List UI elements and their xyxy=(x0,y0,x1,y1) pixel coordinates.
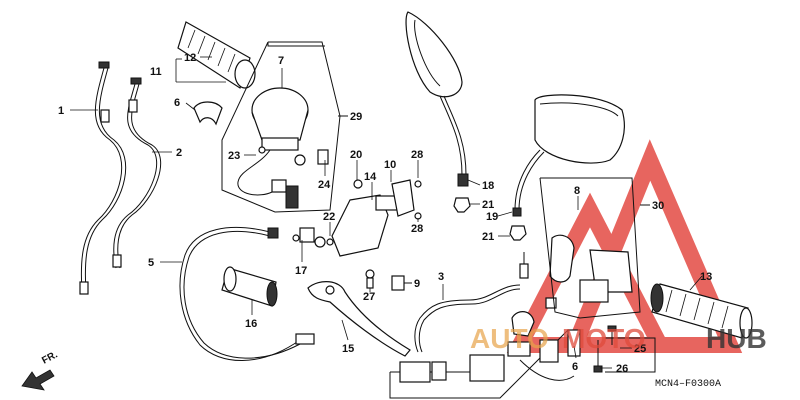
callout-13: 13 xyxy=(700,271,712,283)
left-grip-16 xyxy=(221,266,278,307)
leader-lines xyxy=(70,56,703,369)
callout-20: 20 xyxy=(350,149,362,161)
callout-6-lower: 6 xyxy=(572,361,578,373)
mirror-nut-21b xyxy=(509,225,527,241)
callout-29: 29 xyxy=(350,111,362,123)
callout-17: 17 xyxy=(295,265,307,277)
callout-1: 1 xyxy=(58,105,64,117)
front-direction-label: FR. xyxy=(40,349,60,366)
callout-21-upper: 21 xyxy=(482,199,494,211)
callout-22: 22 xyxy=(323,211,335,223)
watermark-word-moto: MOTO xyxy=(562,323,645,354)
throttle-housing-7 xyxy=(237,87,329,209)
callout-27: 27 xyxy=(363,291,375,303)
callout-15: 15 xyxy=(342,343,354,355)
mirror-left xyxy=(405,11,469,187)
mirror-nut-21a xyxy=(453,197,471,213)
watermark-word-hub: HUB xyxy=(706,323,767,354)
watermark-word-auto: AUTO xyxy=(470,323,549,354)
callout-18: 18 xyxy=(482,180,494,192)
wiring-harness-3 xyxy=(414,252,529,353)
callout-14: 14 xyxy=(364,171,377,183)
clip-part-6 xyxy=(193,101,223,126)
right-grip-13 xyxy=(650,283,753,339)
front-direction-arrow xyxy=(21,369,55,391)
callout-10: 10 xyxy=(384,159,396,171)
callout-labels: 1 2 3 5 6 6 7 8 9 10 11 12 13 14 15 16 1… xyxy=(58,52,712,375)
callout-3: 3 xyxy=(438,271,444,283)
mirror-right xyxy=(512,94,625,217)
clutch-lever-15 xyxy=(307,281,411,357)
callout-12: 12 xyxy=(184,52,196,64)
callout-9: 9 xyxy=(414,278,420,290)
callout-28-lower: 28 xyxy=(411,223,423,235)
callout-19: 19 xyxy=(486,211,498,223)
watermark-text: AUTO MOTO HUB xyxy=(470,323,767,354)
callout-2: 2 xyxy=(176,147,182,159)
assembly-bracket-29 xyxy=(221,41,348,213)
part-27 xyxy=(365,269,375,289)
diagram-code: MCN4–F0300A xyxy=(655,379,721,390)
callout-11: 11 xyxy=(150,66,162,78)
throttle-cable-2 xyxy=(112,77,162,269)
callout-5: 5 xyxy=(148,257,154,269)
callout-7: 7 xyxy=(278,55,284,67)
right-switch-8 xyxy=(545,234,633,309)
callout-30: 30 xyxy=(652,200,664,212)
callout-6: 6 xyxy=(174,97,180,109)
callout-21-lower: 21 xyxy=(482,231,494,243)
clutch-bracket-14 xyxy=(331,179,422,257)
clutch-parts-17-22 xyxy=(292,227,334,248)
clutch-cable-5 xyxy=(179,226,315,361)
assembly-bracket-30 xyxy=(539,177,650,319)
callout-24: 24 xyxy=(318,179,331,191)
callout-28-upper: 28 xyxy=(411,149,423,161)
callout-8: 8 xyxy=(574,185,580,197)
lower-switch-assembly xyxy=(389,311,617,399)
bracket-25 xyxy=(605,337,656,373)
callout-26: 26 xyxy=(616,363,628,375)
callout-23: 23 xyxy=(228,150,240,162)
callout-16: 16 xyxy=(245,318,257,330)
callout-25: 25 xyxy=(634,343,646,355)
